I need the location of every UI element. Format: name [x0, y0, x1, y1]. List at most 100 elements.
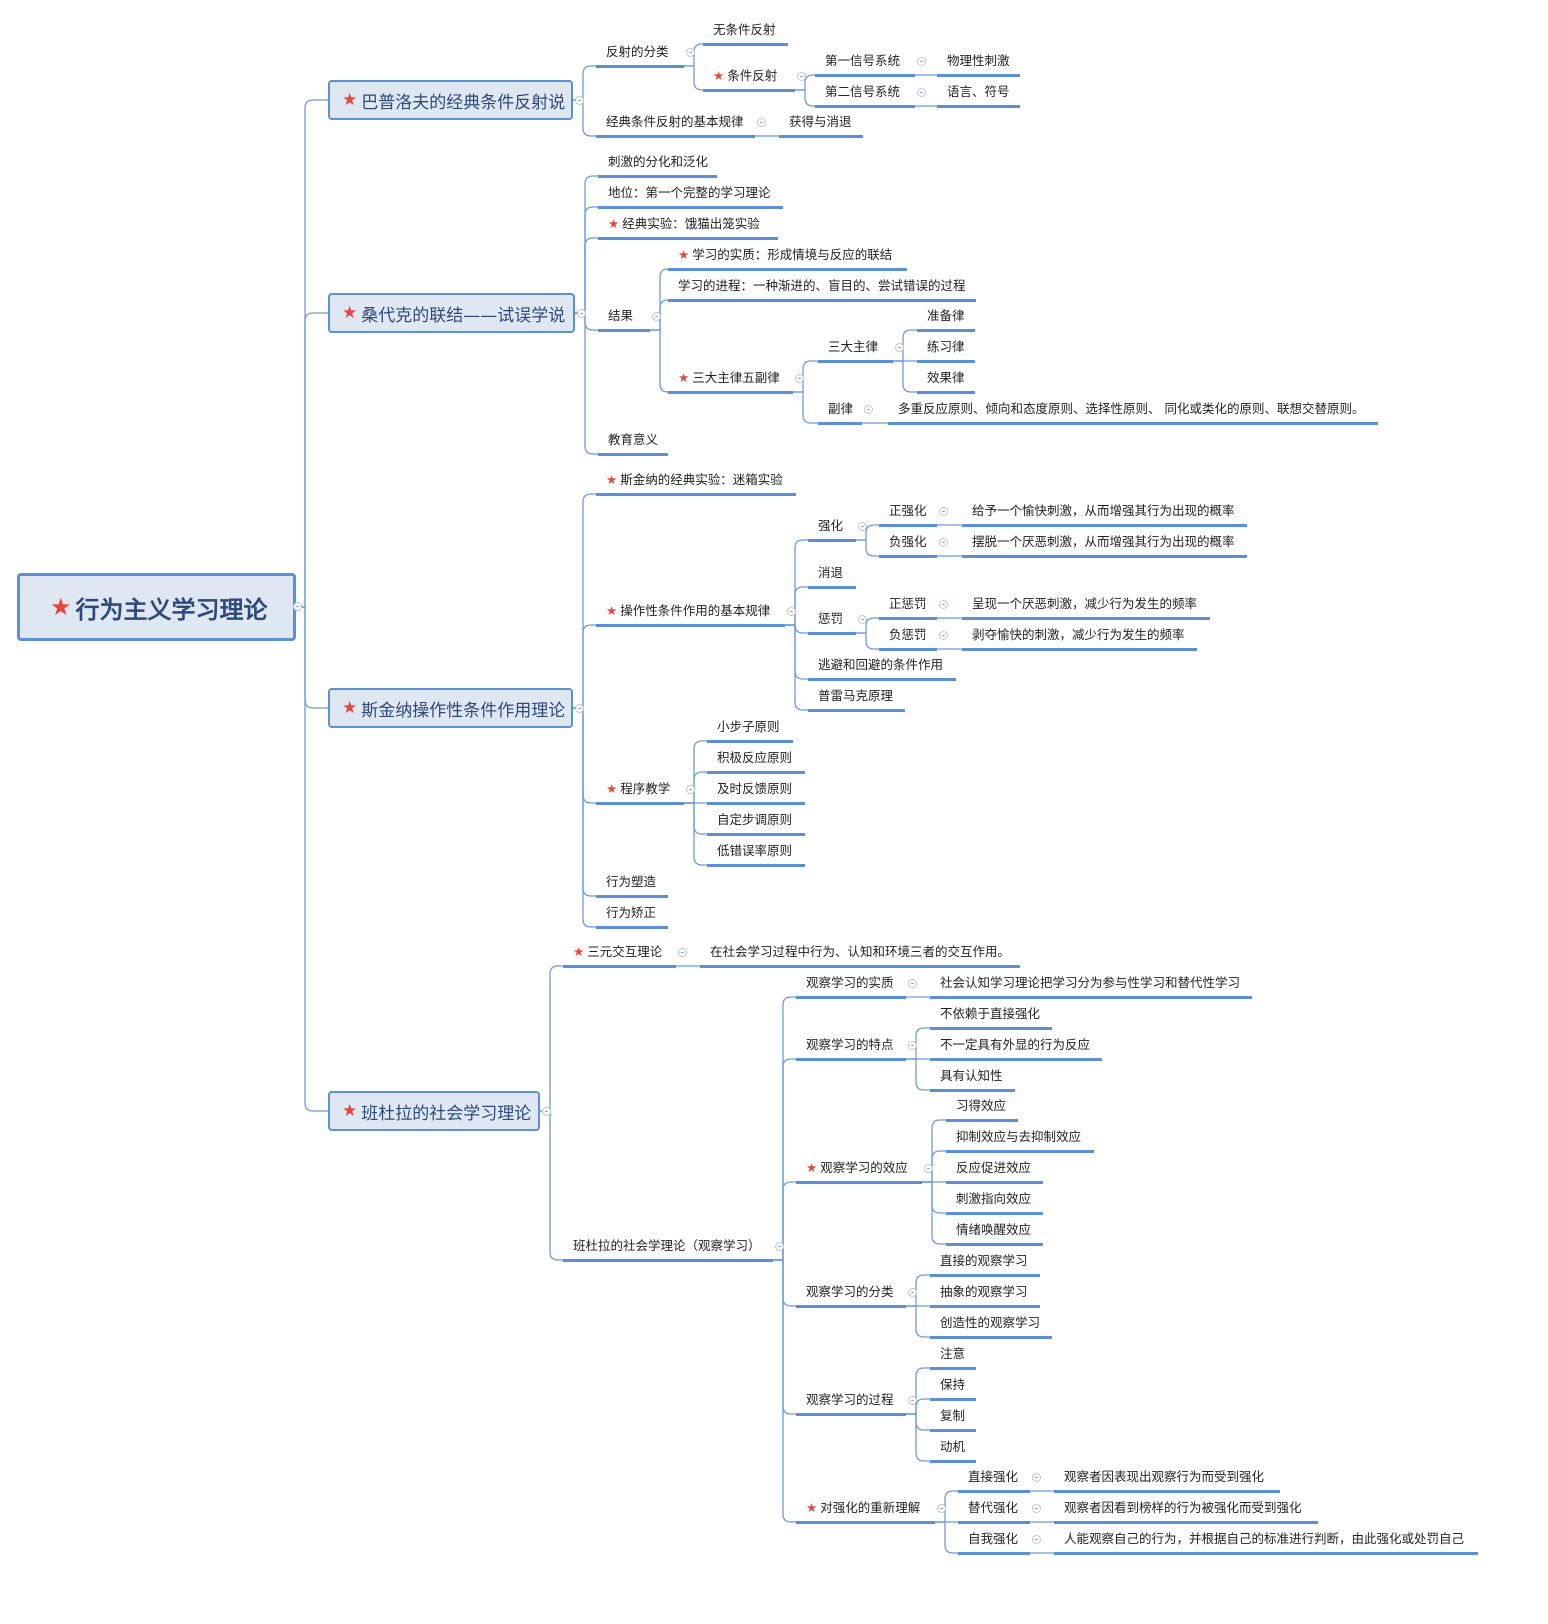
subtopic[interactable]: 三大主律 — [818, 339, 893, 363]
subtopic[interactable]: 反射的分类 — [596, 44, 684, 68]
collapse-toggle-icon[interactable] — [1032, 1473, 1041, 1482]
subtopic[interactable]: 结果 — [598, 308, 650, 332]
collapse-toggle-icon[interactable] — [908, 1288, 917, 1297]
collapse-toggle-icon[interactable] — [917, 88, 926, 97]
subtopic[interactable]: 具有认知性 — [930, 1068, 1015, 1092]
subtopic[interactable]: 物理性刺激 — [937, 53, 1020, 77]
collapse-toggle-icon[interactable] — [908, 1041, 917, 1050]
collapse-toggle-icon[interactable] — [864, 405, 873, 414]
main-topic[interactable]: ★班杜拉的社会学习理论 — [328, 1091, 540, 1131]
collapse-toggle-icon[interactable] — [678, 948, 687, 957]
subtopic[interactable]: 负惩罚 — [879, 627, 937, 651]
subtopic[interactable]: 刺激指向效应 — [946, 1191, 1043, 1215]
subtopic[interactable]: 地位：第一个完整的学习理论 — [598, 185, 783, 209]
collapse-toggle-icon[interactable] — [858, 615, 867, 624]
subtopic[interactable]: ★操作性条件作用的基本规律 — [596, 603, 785, 627]
subtopic[interactable]: ★学习的实质：形成情境与反应的联结 — [668, 247, 907, 271]
subtopic[interactable]: 情绪唤醒效应 — [946, 1222, 1043, 1246]
collapse-toggle-icon[interactable] — [757, 118, 766, 127]
subtopic[interactable]: ★三大主律五副律 — [668, 370, 793, 394]
collapse-toggle-icon[interactable] — [787, 607, 796, 616]
collapse-toggle-icon[interactable] — [775, 1242, 784, 1251]
subtopic[interactable]: 刺激的分化和泛化 — [598, 154, 717, 178]
subtopic[interactable]: 普雷马克原理 — [808, 688, 905, 712]
main-topic[interactable]: ★斯金纳操作性条件作用理论 — [328, 688, 573, 728]
subtopic[interactable]: 消退 — [808, 565, 856, 589]
subtopic[interactable]: 自定步调原则 — [707, 812, 805, 836]
collapse-toggle-icon[interactable] — [908, 1396, 917, 1405]
subtopic[interactable]: 观察学习的过程 — [796, 1392, 906, 1416]
subtopic[interactable]: 人能观察自己的行为，并根据自己的标准进行判断，由此强化或处罚自己 — [1054, 1531, 1478, 1555]
subtopic[interactable]: 副律 — [818, 401, 862, 425]
collapse-toggle-icon[interactable] — [939, 507, 948, 516]
subtopic[interactable]: ★斯金纳的经典实验：迷箱实验 — [596, 472, 796, 496]
subtopic[interactable]: 经典条件反射的基本规律 — [596, 114, 755, 138]
subtopic[interactable]: 剥夺愉快的刺激，减少行为发生的频率 — [962, 627, 1197, 651]
subtopic[interactable]: 不依赖于直接强化 — [930, 1006, 1052, 1030]
collapse-toggle-icon[interactable] — [797, 72, 806, 81]
collapse-toggle-icon[interactable] — [686, 48, 695, 57]
main-topic[interactable]: ★巴普洛夫的经典条件反射说 — [328, 80, 573, 120]
subtopic[interactable]: 教育意义 — [598, 432, 668, 456]
subtopic[interactable]: 保持 — [930, 1377, 976, 1401]
collapse-toggle-icon[interactable] — [937, 1504, 946, 1513]
collapse-toggle-icon[interactable] — [858, 522, 867, 531]
subtopic[interactable]: 练习律 — [917, 339, 975, 363]
subtopic[interactable]: 摆脱一个厌恶刺激，从而增强其行为出现的概率 — [962, 534, 1247, 558]
collapse-toggle-icon[interactable] — [542, 1107, 551, 1116]
subtopic[interactable]: 第一信号系统 — [815, 53, 915, 77]
subtopic[interactable]: 抽象的观察学习 — [930, 1284, 1040, 1308]
subtopic[interactable]: 观察者因表现出观察行为而受到强化 — [1054, 1469, 1280, 1493]
subtopic[interactable]: 行为塑造 — [596, 874, 668, 898]
subtopic[interactable]: 不一定具有外显的行为反应 — [930, 1037, 1102, 1061]
subtopic[interactable]: 自我强化 — [958, 1531, 1030, 1555]
subtopic[interactable]: 及时反馈原则 — [707, 781, 805, 805]
subtopic[interactable]: 效果律 — [917, 370, 975, 394]
subtopic[interactable]: 惩罚 — [808, 611, 856, 635]
subtopic[interactable]: 反应促进效应 — [946, 1160, 1043, 1184]
subtopic[interactable]: 班杜拉的社会学理论（观察学习） — [563, 1238, 773, 1262]
collapse-toggle-icon[interactable] — [924, 1164, 933, 1173]
subtopic[interactable]: 习得效应 — [946, 1098, 1018, 1122]
subtopic[interactable]: 准备律 — [917, 308, 975, 332]
collapse-toggle-icon[interactable] — [686, 785, 695, 794]
collapse-toggle-icon[interactable] — [575, 96, 584, 105]
subtopic[interactable]: 学习的进程：一种渐进的、盲目的、尝试错误的过程 — [668, 278, 976, 302]
subtopic[interactable]: 创造性的观察学习 — [930, 1315, 1052, 1339]
collapse-toggle-icon[interactable] — [939, 538, 948, 547]
collapse-toggle-icon[interactable] — [939, 631, 948, 640]
subtopic[interactable]: 第二信号系统 — [815, 84, 915, 108]
subtopic[interactable]: 行为矫正 — [596, 905, 668, 929]
subtopic[interactable]: 正强化 — [879, 503, 937, 527]
subtopic[interactable]: 积极反应原则 — [707, 750, 805, 774]
subtopic[interactable]: 观察学习的实质 — [796, 975, 906, 999]
collapse-toggle-icon[interactable] — [1032, 1535, 1041, 1544]
collapse-toggle-icon[interactable] — [652, 312, 661, 321]
subtopic[interactable]: 负强化 — [879, 534, 937, 558]
subtopic[interactable]: 呈现一个厌恶刺激，减少行为发生的频率 — [962, 596, 1210, 620]
collapse-toggle-icon[interactable] — [939, 600, 948, 609]
collapse-toggle-icon[interactable] — [795, 374, 804, 383]
subtopic[interactable]: ★条件反射 — [703, 68, 795, 92]
subtopic[interactable]: 无条件反射 — [703, 22, 788, 46]
subtopic[interactable]: 小步子原则 — [707, 719, 793, 743]
subtopic[interactable]: 低错误率原则 — [707, 843, 805, 867]
subtopic[interactable]: 注意 — [930, 1346, 976, 1370]
subtopic[interactable]: 给予一个愉快刺激，从而增强其行为出现的概率 — [962, 503, 1247, 527]
subtopic[interactable]: ★程序教学 — [596, 781, 684, 805]
subtopic[interactable]: 直接的观察学习 — [930, 1253, 1040, 1277]
subtopic[interactable]: 直接强化 — [958, 1469, 1030, 1493]
collapse-toggle-icon[interactable] — [577, 309, 586, 318]
collapse-toggle-icon[interactable] — [293, 602, 302, 611]
subtopic[interactable]: 强化 — [808, 518, 856, 542]
collapse-toggle-icon[interactable] — [917, 57, 926, 66]
root-topic[interactable]: ★ 行为主义学习理论 — [17, 573, 296, 641]
collapse-toggle-icon[interactable] — [895, 343, 904, 352]
subtopic[interactable]: 抑制效应与去抑制效应 — [946, 1129, 1094, 1153]
subtopic[interactable]: 逃避和回避的条件作用 — [808, 657, 956, 681]
subtopic[interactable]: 社会认知学习理论把学习分为参与性学习和替代性学习 — [930, 975, 1252, 999]
subtopic[interactable]: 观察学习的分类 — [796, 1284, 906, 1308]
collapse-toggle-icon[interactable] — [908, 979, 917, 988]
subtopic[interactable]: 多重反应原则、倾向和态度原则、选择性原则、 同化或类化的原则、联想交替原则。 — [888, 401, 1378, 425]
subtopic[interactable]: 获得与消退 — [779, 114, 863, 138]
